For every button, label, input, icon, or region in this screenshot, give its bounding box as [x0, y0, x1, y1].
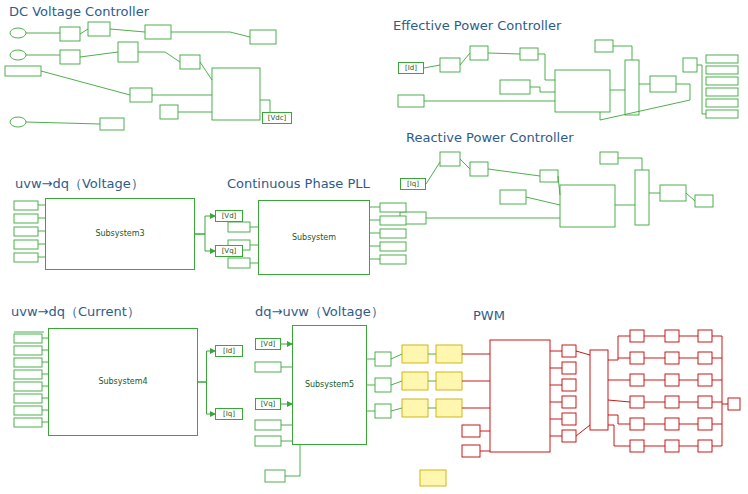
goto-tag: [Iq] — [215, 408, 243, 420]
block-name: [Iq] — [223, 411, 235, 418]
goto-tag: [Id] — [215, 345, 243, 357]
subsystem-block: Subsystem4 — [48, 328, 198, 436]
goto-tag: [Vdc] — [262, 112, 292, 124]
block-name: [Id] — [223, 348, 235, 355]
block-name: [Vq] — [222, 248, 237, 255]
section-title: uvw→dq（Voltage） — [14, 176, 145, 192]
block-name: [Iq] — [407, 181, 419, 188]
block-name: [Vq] — [261, 401, 276, 408]
subsystem-block: Subsystem3 — [45, 198, 195, 270]
goto-tag: [Vq] — [215, 245, 243, 257]
subsystem-block: Subsystem5 — [292, 325, 367, 445]
section-title: Continuous Phase PLL — [226, 176, 371, 192]
goto-tag: [Iq] — [400, 178, 426, 190]
goto-tag: [Vq] — [255, 398, 281, 410]
section-title: Reactive Power Controller — [405, 130, 574, 146]
block-name: [Vd] — [261, 341, 276, 348]
block-name: Subsystem — [292, 234, 336, 242]
signal-line — [281, 344, 292, 345]
signal-line — [198, 382, 215, 414]
block-name: [Vd] — [222, 213, 237, 220]
signal-line — [198, 351, 215, 382]
block-name: Subsystem3 — [95, 230, 144, 238]
signal-line — [281, 404, 292, 405]
block-name: Subsystem5 — [305, 381, 354, 389]
block-name: [Id] — [405, 65, 417, 72]
goto-tag: [Id] — [398, 62, 424, 74]
block-name: Subsystem4 — [98, 378, 147, 386]
section-title: PWM — [472, 308, 506, 324]
section-title: dq→uvw（Voltage） — [254, 304, 385, 320]
section-title: Effective Power Controller — [392, 18, 562, 34]
section-title: DC Voltage Controller — [8, 4, 150, 20]
signal-line — [195, 234, 215, 251]
goto-tag: [Vd] — [255, 338, 281, 350]
goto-tag: [Vd] — [215, 210, 243, 222]
signal-line — [195, 216, 215, 234]
subsystem-block: Subsystem — [258, 200, 370, 275]
block-name: [Vdc] — [268, 115, 287, 122]
section-title: uvw→dq（Current） — [10, 304, 141, 320]
